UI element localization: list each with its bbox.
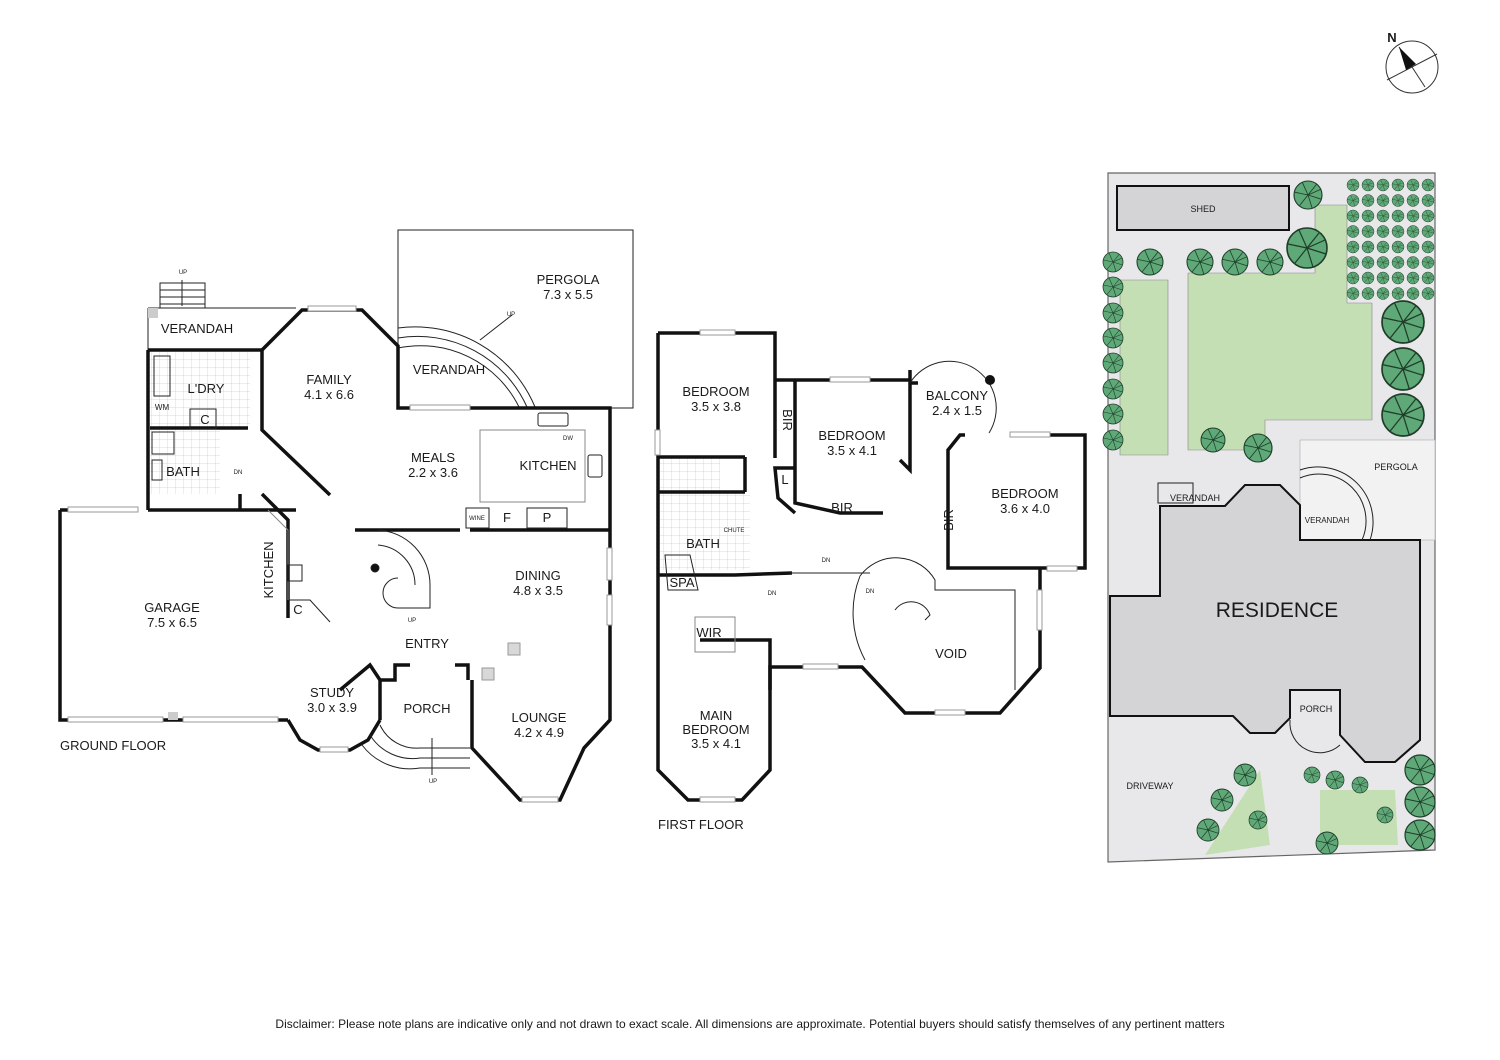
label-void: VOID: [935, 646, 967, 661]
label-stairs-dn-bath: DN: [768, 591, 777, 597]
label-stairs-up-spiral: UP: [408, 618, 416, 624]
first-spiral-stair: [790, 557, 1016, 690]
label-bir-1: BIR: [780, 409, 795, 431]
label-laundry: L'DRY: [188, 381, 225, 396]
rear-steps: [159, 280, 206, 309]
label-pantry: P: [543, 510, 552, 525]
label-bedroom-2: BEDROOM: [818, 428, 885, 443]
label-washing-machine: WM: [155, 403, 170, 412]
label-bedroom-1: BEDROOM: [682, 384, 749, 399]
ground-floor-plan: VERANDAH L'DRY WM C BATH DN UP FAMILY 4.…: [58, 229, 634, 803]
ground-spiral-stair: [370, 529, 431, 609]
label-pergola: PERGOLA: [537, 272, 600, 287]
label-residence: RESIDENCE: [1216, 599, 1339, 622]
label-bedroom-3: BEDROOM: [991, 486, 1058, 501]
label-bath-first: BATH: [686, 536, 720, 551]
pergola-outline: [397, 229, 634, 409]
label-verandah-side: VERANDAH: [413, 362, 485, 377]
dims-bedroom-3: 3.6 x 4.0: [1000, 501, 1050, 516]
label-stairs-up-porch: UP: [429, 779, 437, 785]
label-kitchenette-cupboard: C: [293, 602, 302, 617]
dims-study: 3.0 x 3.9: [307, 700, 357, 715]
ground-floor-title: GROUND FLOOR: [60, 738, 166, 753]
dims-lounge: 4.2 x 4.9: [514, 725, 564, 740]
label-dishwasher: DW: [563, 436, 573, 442]
label-linen: L: [781, 472, 788, 487]
label-dining: DINING: [515, 568, 561, 583]
label-study: STUDY: [310, 685, 354, 700]
label-entry: ENTRY: [405, 636, 449, 651]
label-stairs-dn-ground: DN: [234, 470, 243, 476]
label-bir-3: BIR: [941, 509, 956, 531]
label-main-bedroom-1: MAIN: [700, 708, 733, 723]
label-chute: CHUTE: [724, 528, 745, 534]
verandah-curved-steps: [397, 314, 536, 408]
dims-balcony: 2.4 x 1.5: [932, 403, 982, 418]
porch-steps: [361, 724, 470, 775]
first-floor-title: FIRST FLOOR: [658, 817, 744, 832]
label-site-verandah-side: VERANDAH: [1305, 516, 1350, 525]
dims-bedroom-2: 3.5 x 4.1: [827, 443, 877, 458]
label-driveway: DRIVEWAY: [1126, 781, 1173, 791]
label-family: FAMILY: [306, 372, 352, 387]
label-shed: SHED: [1190, 204, 1216, 214]
dims-meals: 2.2 x 3.6: [408, 465, 458, 480]
label-spa: SPA: [669, 575, 694, 590]
label-stairs-up-rear: UP: [179, 270, 187, 276]
label-site-verandah-rear: VERANDAH: [1170, 493, 1220, 503]
north-compass-icon: N: [1385, 30, 1439, 94]
label-porch: PORCH: [404, 701, 451, 716]
label-bath-ground: BATH: [166, 464, 200, 479]
label-stairs-dn-landing: DN: [822, 558, 831, 564]
label-wir: WIR: [696, 625, 721, 640]
label-site-porch: PORCH: [1300, 704, 1333, 714]
dims-family: 4.1 x 6.6: [304, 387, 354, 402]
dims-dining: 4.8 x 3.5: [513, 583, 563, 598]
label-lounge: LOUNGE: [512, 710, 567, 725]
compass-north-label: N: [1387, 30, 1396, 45]
label-garage: GARAGE: [144, 600, 200, 615]
label-kitchen: KITCHEN: [519, 458, 576, 473]
residence-footprint: [1109, 484, 1421, 763]
label-verandah-rear: VERANDAH: [161, 321, 233, 336]
label-stairs-dn-spiral: DN: [866, 589, 875, 595]
dims-main-bedroom: 3.5 x 4.1: [691, 736, 741, 751]
label-laundry-cupboard: C: [200, 412, 209, 427]
label-kitchenette: KITCHEN: [261, 541, 276, 598]
label-stairs-up-pergola: UP: [507, 312, 515, 318]
label-fridge: F: [503, 510, 511, 525]
dims-bedroom-1: 3.5 x 3.8: [691, 399, 741, 414]
site-plan: SHED PERGOLA VERANDAH VERANDAH RESIDENCE…: [1102, 172, 1436, 863]
label-site-pergola: PERGOLA: [1374, 462, 1418, 472]
label-bir-2: BIR: [831, 500, 853, 515]
dims-garage: 7.5 x 6.5: [147, 615, 197, 630]
label-balcony: BALCONY: [926, 388, 988, 403]
disclaimer: Disclaimer: Please note plans are indica…: [275, 1017, 1225, 1031]
label-wine: WINE: [469, 516, 485, 522]
label-meals: MEALS: [411, 450, 455, 465]
first-floor-plan: BEDROOM 3.5 x 3.8 BIR BEDROOM 3.5 x 4.1 …: [654, 329, 1087, 832]
label-main-bedroom-2: BEDROOM: [682, 722, 749, 737]
dims-pergola: 7.3 x 5.5: [543, 287, 593, 302]
